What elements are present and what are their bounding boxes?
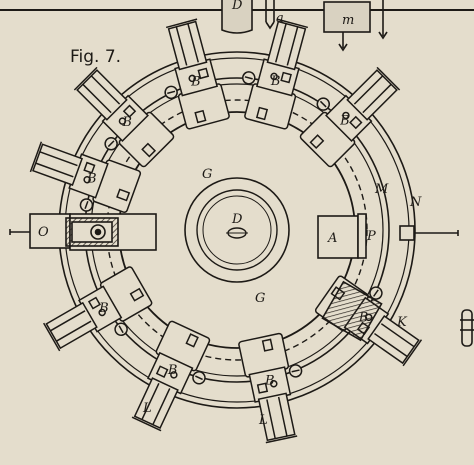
filling-unit: B [131, 320, 211, 432]
center-label: D [231, 212, 243, 227]
hatched-unit-k [321, 280, 383, 342]
unit-label: B [98, 301, 109, 316]
top-m-label: m [342, 13, 354, 28]
right-block-a [317, 213, 459, 259]
gear-upper-label: G [202, 167, 212, 182]
middle-ring-label: M [374, 182, 389, 197]
right-pin-label: P [366, 229, 376, 244]
lower-mid-l-label: L [258, 413, 268, 428]
filling-unit: B [73, 66, 175, 168]
top-small-label: a [276, 11, 284, 26]
outer-ring-label: N [409, 195, 422, 210]
filling-unit: B [242, 18, 309, 130]
center-hub-outer [184, 177, 290, 283]
top-pipe-label: D [231, 0, 243, 13]
filling-unit: B [43, 266, 153, 352]
right-edge-fitting [460, 309, 474, 347]
unit-label: B [121, 115, 132, 130]
lower-left-l-label: L [142, 401, 152, 416]
filling-unit: B [29, 141, 142, 213]
unit-label: B [270, 74, 281, 89]
unit-label: B [339, 113, 350, 128]
unit-label: B [86, 171, 97, 186]
left-block-label: O [38, 225, 49, 240]
filling-unit: B [299, 66, 401, 168]
top-assembly [0, 0, 474, 52]
hatched-unit-label: K [396, 315, 408, 330]
left-block-o [9, 213, 157, 251]
figure-caption: Fig. 7. [70, 47, 121, 67]
gear-lower-label: G [255, 291, 265, 306]
unit-label: B [190, 75, 201, 90]
unit-label: B [167, 363, 178, 378]
filling-unit: B [238, 332, 303, 444]
right-block-label: A [327, 231, 337, 246]
filling-unit: B [164, 18, 230, 130]
unit-label: B [264, 373, 275, 388]
